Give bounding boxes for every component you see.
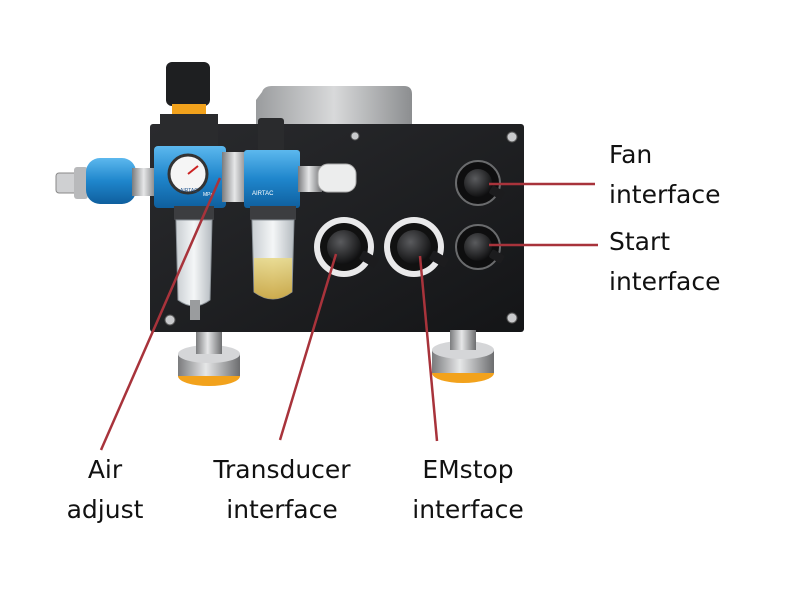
- outlet-fitting: [298, 163, 357, 193]
- connector-start: [455, 224, 505, 270]
- filter-lubricator: AIRTAC: [244, 118, 300, 300]
- filter-brand: AIRTAC: [252, 191, 274, 197]
- air-regulator: AIRTAC MPa: [154, 62, 226, 320]
- screw-icon: [506, 312, 518, 324]
- regulator-unit: MPa: [203, 192, 214, 198]
- connector-fan: [455, 160, 505, 206]
- regulator-brand: AIRTAC: [180, 188, 198, 194]
- leader-line-emstop: [418, 255, 439, 442]
- label-air-adjust: Air adjust: [66, 455, 144, 524]
- label-emstop-interface: EMstop interface: [412, 455, 524, 524]
- screw-icon: [164, 314, 176, 326]
- label-start-interface: Start interface: [609, 227, 721, 296]
- back-plate: [256, 86, 412, 126]
- screw-icon: [350, 131, 360, 141]
- screw-icon: [506, 131, 518, 143]
- label-transducer-interface: Transducer interface: [213, 455, 351, 524]
- foot-left: [178, 332, 240, 386]
- label-fan-interface: Fan interface: [609, 140, 721, 209]
- leader-line-air: [99, 177, 222, 451]
- connector-emstop: [384, 217, 449, 277]
- leader-line-transducer: [278, 253, 338, 441]
- foot-right: [432, 330, 494, 383]
- air-inlet-fitting: [55, 158, 158, 204]
